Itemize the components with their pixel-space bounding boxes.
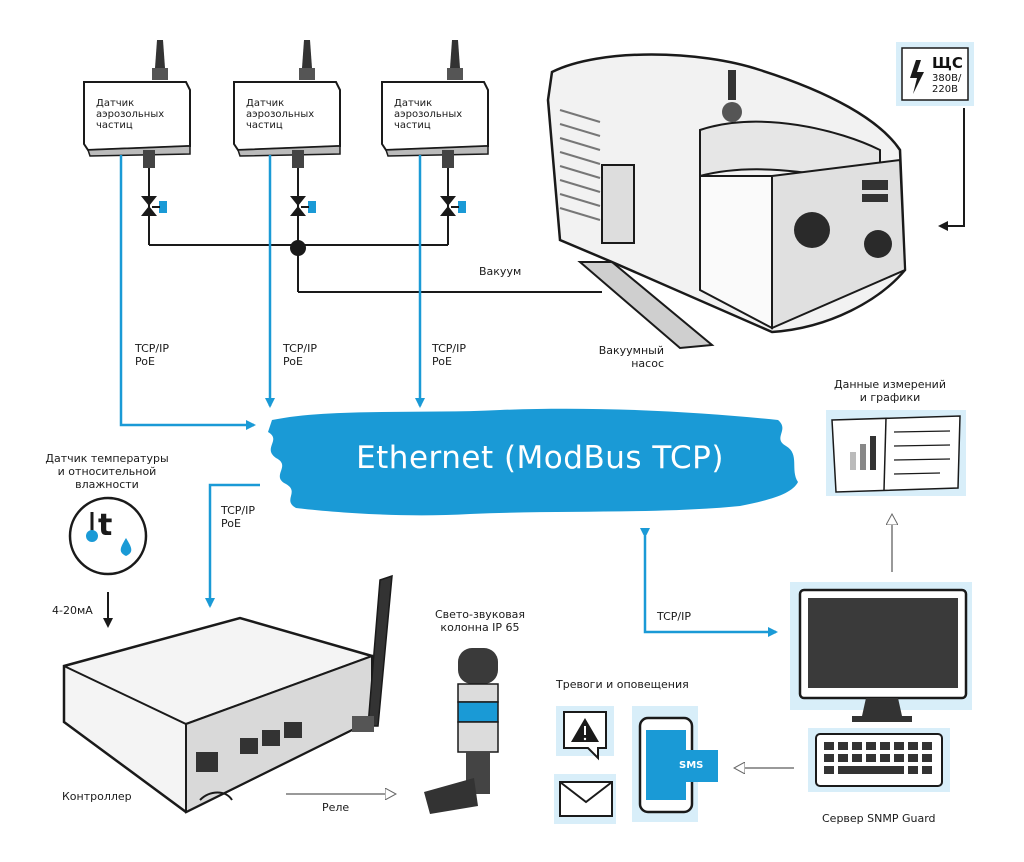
antenna — [352, 574, 393, 732]
aerosol-sensor-3 — [381, 40, 489, 168]
aerosol-sensor-2 — [233, 40, 341, 168]
signal-column-label: Свето-звуковая колонна IP 65 — [434, 608, 526, 634]
relay-label: Реле — [322, 801, 350, 814]
signal-label: 4-20мА — [52, 604, 93, 617]
server-label: Сервер SNMP Guard — [822, 812, 936, 825]
controller-label: Контроллер — [62, 790, 132, 803]
link-sensor-1 — [119, 155, 256, 430]
vacuum-pump-label: Вакуумный насос — [598, 344, 664, 370]
aerosol-sensor-1 — [83, 40, 191, 168]
power-feed-line — [938, 108, 965, 231]
power-panel-title: ЩС — [932, 54, 963, 72]
tcp-ip-label: TCP/IP — [657, 610, 691, 623]
link-controller — [205, 483, 260, 608]
power-panel — [896, 42, 974, 106]
vacuum-pump — [546, 53, 907, 350]
tcp-poe-label-1: TCP/IP PoE — [135, 342, 169, 368]
tcp-poe-label-4: TCP/IP PoE — [221, 504, 255, 530]
envelope-icon — [554, 774, 616, 824]
lightning-icon — [910, 60, 924, 94]
alert-icon — [556, 706, 614, 761]
ethernet-bus — [268, 408, 798, 516]
vacuum-manifold — [149, 240, 602, 293]
sensor-1-label: Датчик аэрозольных частиц — [96, 98, 165, 131]
power-panel-voltages: 380В/ 220В — [932, 73, 962, 95]
tcp-poe-label-2: TCP/IP PoE — [283, 342, 317, 368]
valve-1 — [141, 168, 167, 245]
sensor-3-label: Датчик аэрозольных частиц — [394, 98, 463, 131]
ethernet-label: Ethernet (ModBus TCP) — [356, 440, 724, 476]
valve-2 — [290, 168, 316, 292]
sms-badge: SMS — [679, 760, 704, 771]
measurements-label: Данные измерений и графики — [834, 378, 946, 404]
vacuum-line-label: Вакуум — [479, 265, 522, 278]
link-server — [640, 528, 778, 637]
server-monitor — [790, 582, 972, 722]
measurements-panel — [826, 410, 966, 496]
alerts-label: Тревоги и оповещения — [556, 678, 689, 691]
tcp-poe-label-3: TCP/IP PoE — [432, 342, 466, 368]
temperature-sensor-icon — [68, 496, 148, 576]
valve-3 — [440, 168, 466, 245]
temp-sensor-label: Датчик температуры и относительной влажн… — [45, 452, 169, 491]
controller-device — [62, 616, 374, 814]
server-keyboard — [808, 728, 950, 792]
sensor-2-label: Датчик аэрозольных частиц — [246, 98, 315, 131]
phone-icon — [632, 706, 718, 822]
temp-icon-letter: t — [98, 508, 113, 543]
signal-column — [424, 648, 499, 814]
